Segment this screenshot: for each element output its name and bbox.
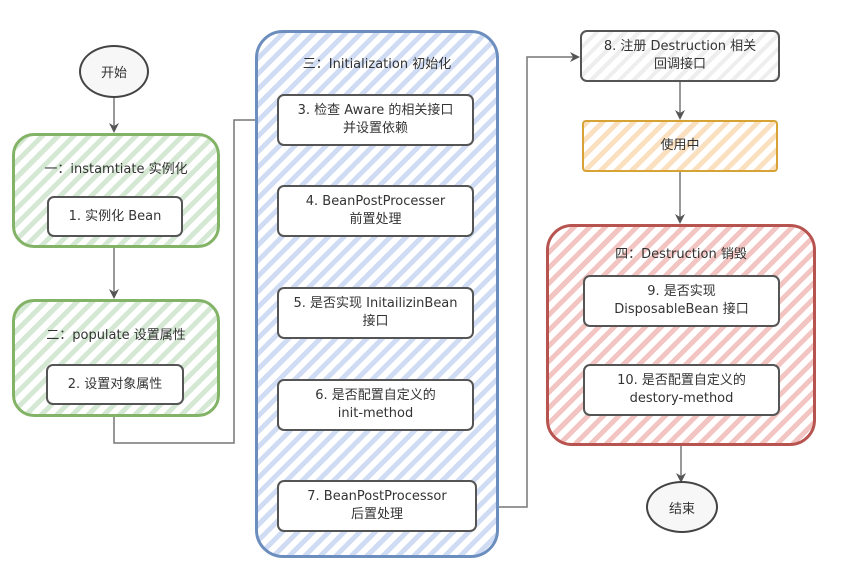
- step-7-box: 7. BeanPostProcessor 后置处理: [277, 480, 477, 532]
- group-populate-title: 二：populate 设置属性: [46, 328, 186, 343]
- group-destruction-title: 四：Destruction 销毁: [615, 247, 747, 262]
- step-9-label-line1: 9. 是否实现: [647, 284, 716, 299]
- edge-step7-to-step8: [477, 52, 580, 508]
- step-4-label-line1: 4. BeanPostProcesser: [305, 194, 446, 209]
- step-5-label-line2: 接口: [362, 314, 389, 329]
- group-instantiate-title: 一：instamtiate 实例化: [44, 162, 188, 177]
- step-2-box: 2. 设置对象属性: [46, 364, 184, 405]
- step-7-label-line2: 后置处理: [350, 507, 403, 522]
- step-1-box: 1. 实例化 Bean: [47, 196, 183, 237]
- group-initialization-title: 三：Initialization 初始化: [302, 57, 452, 72]
- edge-step2-to-step3: [113, 115, 276, 444]
- step-8-label-line2: 回调接口: [653, 57, 706, 72]
- step-3-label-line1: 3. 检查 Aware 的相关接口: [297, 103, 454, 118]
- step-4-label-line2: 前置处理: [349, 212, 402, 227]
- step-5-box: 5. 是否实现 InitailizinBean 接口: [277, 287, 474, 339]
- step-8-box: 8. 注册 Destruction 相关 回调接口: [580, 30, 780, 82]
- end-node: 结束: [646, 481, 718, 533]
- in-use-box: 使用中: [582, 120, 778, 172]
- step-10-box: 10. 是否配置自定义的 destory-method: [583, 364, 780, 416]
- step-6-label-line2: init-method: [337, 406, 414, 421]
- step-8-label-line1: 8. 注册 Destruction 相关: [603, 39, 757, 54]
- step-9-label-line2: DisposableBean 接口: [614, 302, 749, 317]
- step-10-label-line2: destory-method: [629, 391, 734, 406]
- step-3-label-line2: 并设置依赖: [342, 121, 408, 136]
- step-3-box: 3. 检查 Aware 的相关接口 并设置依赖: [277, 94, 474, 146]
- start-label: 开始: [100, 66, 127, 81]
- step-10-label-line1: 10. 是否配置自定义的: [617, 373, 746, 388]
- step-6-box: 6. 是否配置自定义的 init-method: [277, 379, 474, 431]
- step-9-box: 9. 是否实现 DisposableBean 接口: [583, 275, 780, 327]
- start-node: 开始: [79, 45, 149, 98]
- step-6-label-line1: 6. 是否配置自定义的: [315, 388, 436, 403]
- step-4-box: 4. BeanPostProcesser 前置处理: [277, 185, 474, 237]
- step-7-label-line1: 7. BeanPostProcessor: [307, 489, 447, 504]
- in-use-label: 使用中: [660, 138, 700, 153]
- step-1-label: 1. 实例化 Bean: [68, 208, 162, 224]
- step-2-label: 2. 设置对象属性: [67, 376, 163, 392]
- step-5-label-line1: 5. 是否实现 InitailizinBean: [293, 296, 458, 311]
- end-label: 结束: [668, 501, 695, 517]
